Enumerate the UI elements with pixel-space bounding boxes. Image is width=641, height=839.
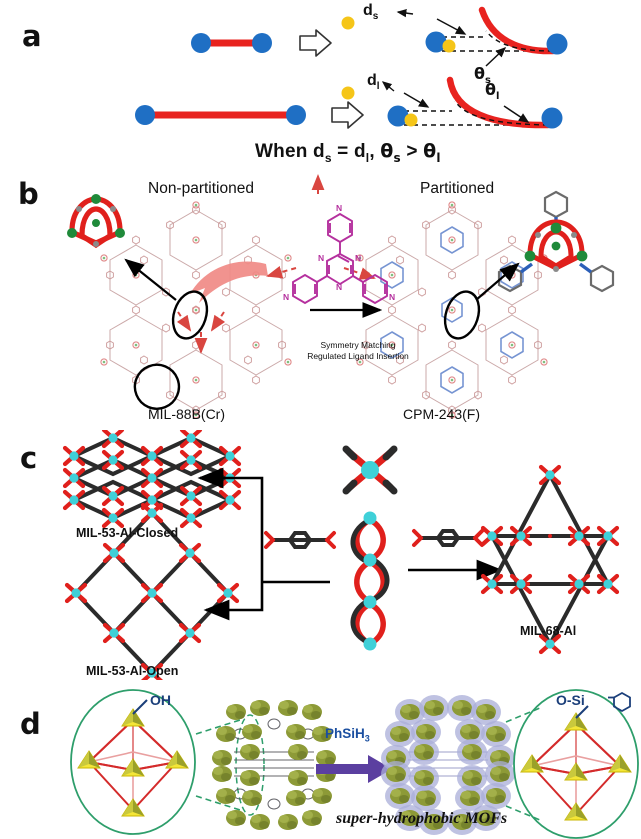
label-oh: OH [150,692,171,708]
panel-d: d [0,680,641,839]
ligand-n-top: N [336,203,342,213]
label-d-l: dl [367,72,380,93]
panel-a-letter: a [22,19,42,53]
panel-b-graphics: N N N N N N [67,174,615,419]
eq-theta-s: θs [380,140,401,165]
panel-d-graphics [70,689,639,839]
footer-cpm-243: CPM-243(F) [403,406,481,422]
eq-when: When [255,141,308,162]
eq-dl: dl, [353,141,375,165]
heading-non-partitioned: Non-partitioned [148,180,254,197]
process-caption: Symmetry Matching Regulated Ligand Inser… [293,340,423,361]
panel-c-letter: c [20,441,38,475]
eq-theta-l: θl [423,140,441,165]
heading-partitioned: Partitioned [420,180,495,197]
panel-d-letter: d [20,707,41,741]
ligand-n-right: N [389,292,395,302]
process-line-1: Symmetry Matching [320,340,396,350]
ligand-n-bottom-tri: N [336,282,342,292]
eq-greater: > [406,141,418,162]
label-theta-l: θl [485,80,500,103]
ligand-n-right-tri: N [355,253,361,263]
label-mil-68-al: MIL-68-Al [520,624,577,638]
panel-c: c [0,430,641,680]
eq-equals: = [337,141,349,162]
eq-ds: ds [313,141,332,165]
ligand-n-left: N [283,292,289,302]
panel-c-graphics [0,430,641,680]
label-mil-53-closed: MIL-53-Al-Closed [76,526,179,540]
label-o-si: O-Si [556,692,585,708]
panel-a-equation: When ds = dl, θs > θl [255,140,441,165]
label-reagent: PhSiH3 [325,726,370,744]
ligand-n-left-tri: N [318,253,324,263]
label-d-s: ds [363,2,379,23]
panel-b-letter: b [18,177,39,211]
panel-a-graphics [135,6,568,129]
label-mil-53-open: MIL-53-Al-Open [86,664,179,678]
process-line-2: Regulated Ligand Insertion [307,350,409,361]
panel-a: a [0,0,641,172]
label-theta-s: θs [474,64,491,87]
footer-mil-88b: MIL-88B(Cr) [148,406,226,422]
footer-super-hydrophobic: super-hydrophobic MOFs [336,810,508,827]
panel-b: b Non-partitioned Partitioned [0,172,641,430]
